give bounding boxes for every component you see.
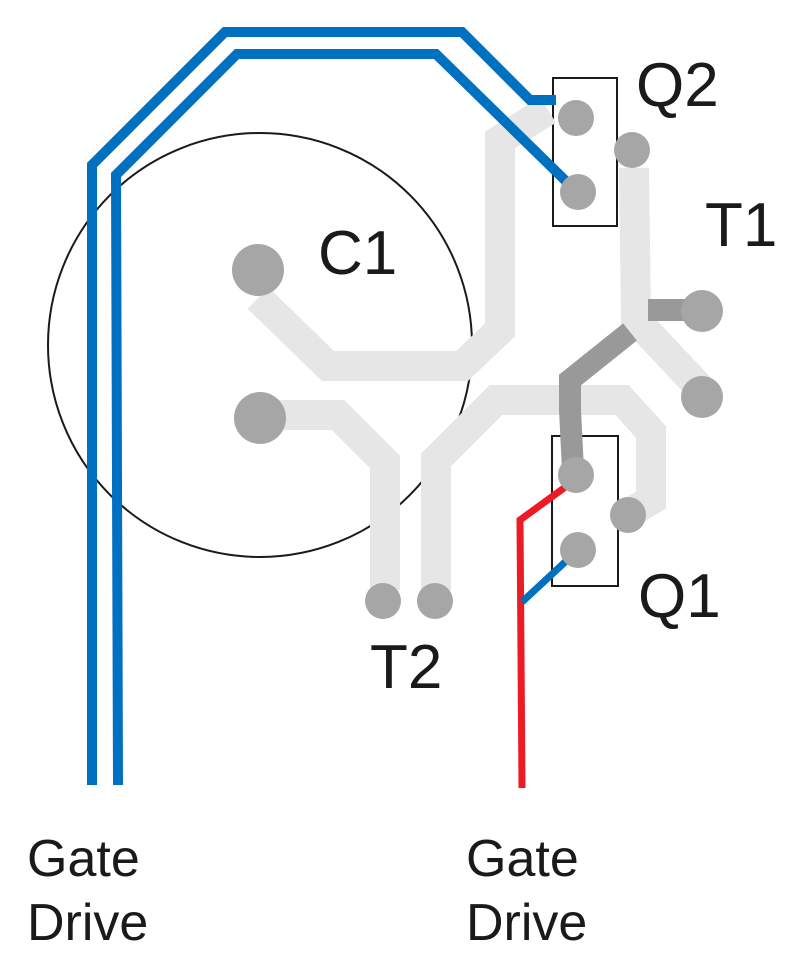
trace-q1-to-t2-right bbox=[421, 385, 666, 590]
trace-c1-to-q2 bbox=[247, 97, 556, 381]
gate-drive-q2-trace-b bbox=[110, 49, 579, 786]
trace-t1-to-q1 bbox=[559, 323, 637, 471]
label-t1: T1 bbox=[705, 191, 777, 260]
label-q2: Q2 bbox=[636, 51, 719, 120]
t2-pad-1 bbox=[365, 583, 401, 619]
c1-pad-bottom bbox=[234, 392, 286, 444]
gate-drive-right-line2: Drive bbox=[466, 894, 587, 952]
gate-drive-q2-trace-a bbox=[87, 27, 556, 785]
t2-pad-2 bbox=[417, 583, 453, 619]
trace-c1-to-t2-left bbox=[260, 400, 400, 590]
label-t2: T2 bbox=[370, 633, 442, 702]
t1-pad-1 bbox=[681, 290, 723, 332]
q1-pad-2 bbox=[610, 497, 646, 533]
q1-pad-1 bbox=[558, 457, 594, 493]
gate-drive-right-line1: Gate bbox=[466, 830, 579, 888]
t1-pad-2 bbox=[681, 376, 723, 418]
q2-pad-3 bbox=[560, 174, 596, 210]
q2-pad-2 bbox=[614, 132, 650, 168]
label-q1: Q1 bbox=[638, 562, 721, 631]
q1-pad-3 bbox=[560, 532, 596, 568]
trace-q2-to-t1 bbox=[619, 167, 711, 399]
q2-pad-1 bbox=[558, 100, 594, 136]
gate-drive-left-line1: Gate bbox=[27, 830, 140, 888]
gate-drive-left-line2: Drive bbox=[27, 894, 148, 952]
label-c1: C1 bbox=[318, 219, 397, 288]
c1-pad-top bbox=[232, 244, 284, 296]
gate-drive-q1-red-trace bbox=[516, 477, 578, 789]
